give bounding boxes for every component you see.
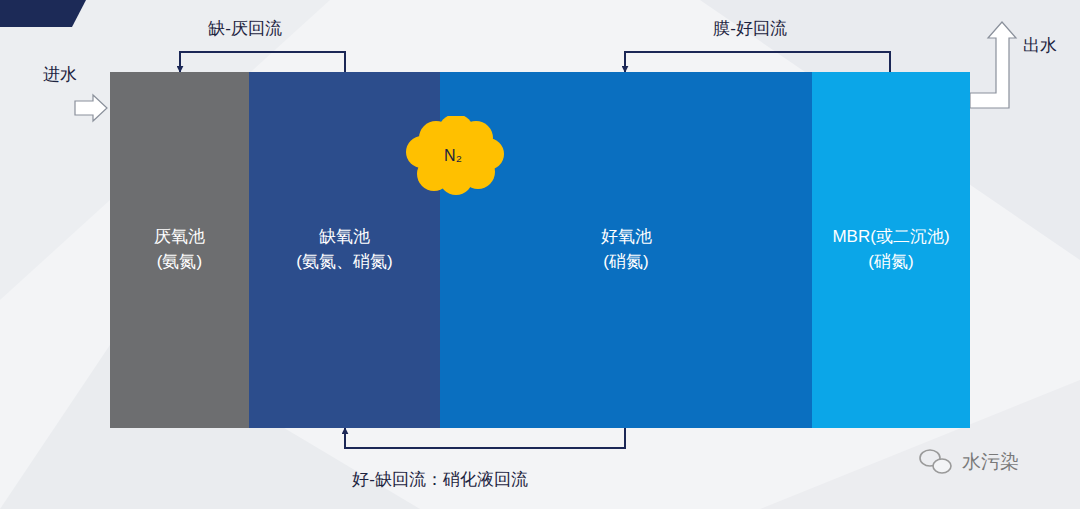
watermark: 水污染 (962, 449, 1019, 475)
tank-name: 缺氧池 (319, 225, 370, 250)
return-flow-line (625, 52, 890, 72)
inflow-label: 进水 (43, 63, 77, 86)
nitrogen-form: (硝氮) (868, 250, 913, 275)
tank-box: 好氧池(硝氮) (440, 72, 812, 428)
return-flow-line (180, 52, 345, 72)
gas-formula: N₂ (444, 144, 462, 167)
flow-label: 好-缺回流：硝化液回流 (352, 468, 528, 491)
outflow-arrow (970, 22, 1016, 108)
tank-box: 缺氧池(氨氮、硝氮) (249, 72, 440, 428)
nitrogen-form: (氨氮、硝氮) (296, 250, 392, 275)
flow-label: 缺-厌回流 (208, 17, 282, 40)
tank-box: MBR(或二沉池)(硝氮) (812, 72, 970, 428)
tank-name: MBR(或二沉池) (832, 225, 949, 250)
return-flow-line (345, 428, 625, 448)
tank-name: 好氧池 (601, 225, 652, 250)
nitrogen-form: (硝氮) (603, 250, 648, 275)
flow-label: 膜-好回流 (713, 17, 787, 40)
cloud-puff (430, 132, 478, 180)
outflow-label: 出水 (1023, 34, 1057, 57)
tank-name: 厌氧池 (154, 225, 205, 250)
nitrogen-form: (氨氮) (157, 250, 202, 275)
tank-box: 厌氧池(氨氮) (110, 72, 249, 428)
corner-tab (0, 0, 86, 27)
gas-cloud: N₂ (400, 116, 506, 196)
inflow-arrow (75, 95, 107, 121)
wechat-icon (920, 450, 951, 473)
